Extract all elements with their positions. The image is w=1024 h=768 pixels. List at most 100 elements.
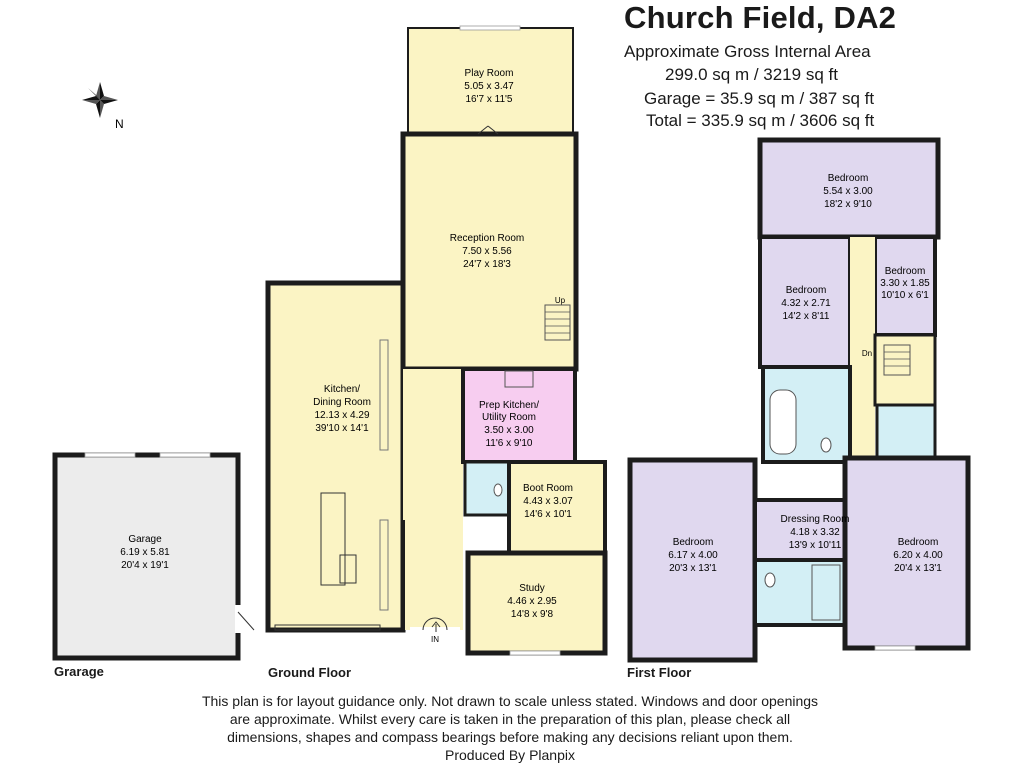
- study-imperial: 14'8 x 9'8: [511, 609, 554, 620]
- bedroom-middle-imperial: 14'2 x 8'11: [782, 311, 829, 322]
- property-title: Church Field, DA2: [624, 0, 897, 35]
- garage-door-gap: [235, 605, 241, 633]
- bedroom-small-name: Bedroom: [885, 266, 926, 277]
- kitchen-units: [379, 519, 389, 611]
- bedroom-right-window: [874, 645, 916, 651]
- play-room-name: Play Room: [465, 68, 514, 79]
- area-garage: Garage = 35.9 sq m / 387 sq ft: [644, 89, 875, 108]
- dressing-room-name: Dressing Room: [781, 514, 850, 525]
- landing: [850, 237, 875, 495]
- dressing-room-imperial: 13'9 x 10'11: [789, 540, 842, 551]
- shower-tray-icon: [811, 564, 841, 621]
- boot-room-imperial: 14'6 x 10'1: [524, 509, 572, 520]
- dressing-room-metric: 4.18 x 3.32: [790, 527, 840, 538]
- play-room-imperial: 16'7 x 11'5: [465, 94, 512, 105]
- prep-kitchen-imperial: 11'6 x 9'10: [485, 438, 532, 449]
- garage-side-door: [237, 611, 255, 631]
- bedroom-left-metric: 6.17 x 4.00: [668, 550, 718, 561]
- kitchen-units: [379, 339, 389, 451]
- reception-room-name: Reception Room: [450, 233, 524, 244]
- study-name: Study: [519, 583, 545, 594]
- reception-room: [400, 131, 579, 372]
- garage-imperial: 20'4 x 19'1: [121, 560, 169, 571]
- bath-toilet-icon: [820, 437, 832, 453]
- bedroom-right-imperial: 20'4 x 13'1: [894, 563, 942, 574]
- ensuite-bathroom: [753, 558, 847, 627]
- prep-kitchen-name-line1: Prep Kitchen/: [479, 400, 539, 411]
- kitchen-metric: 12.13 x 4.29: [314, 410, 369, 421]
- entrance-gap: [410, 627, 460, 633]
- floor-plan-drawing: N: [52, 25, 971, 663]
- reception-french-doors: [477, 125, 499, 135]
- entrance-label: IN: [431, 635, 439, 644]
- landing-stairs-area: [873, 333, 937, 407]
- boot-room: [507, 460, 607, 555]
- bedroom-right-name: Bedroom: [898, 537, 939, 548]
- producer-credit: Produced By Planpix: [445, 747, 575, 763]
- kitchen-imperial: 39'10 x 14'1: [315, 423, 369, 434]
- bedroom-middle-metric: 4.32 x 2.71: [781, 298, 831, 309]
- ground-wc: [463, 460, 511, 517]
- study-window: [509, 650, 561, 656]
- kitchen-name-line2: Dining Room: [313, 397, 371, 408]
- entrance-arrow-icon: [431, 621, 441, 632]
- stairs-up: [544, 304, 571, 341]
- ensuite-shower: [875, 403, 937, 460]
- garage-window: [84, 452, 136, 458]
- bedroom-top-name: Bedroom: [828, 173, 869, 184]
- disclaimer: This plan is for layout guidance only. N…: [150, 692, 870, 764]
- bedroom-left-imperial: 20'3 x 13'1: [669, 563, 717, 574]
- kitchen-worktop: [274, 624, 381, 631]
- garage-name: Garage: [128, 534, 162, 545]
- area-heading: Approximate Gross Internal Area: [624, 42, 871, 61]
- disclaimer-line: are approximate. Whilst every care is ta…: [229, 711, 791, 727]
- floor-label-first: First Floor: [627, 665, 692, 680]
- bedroom-right: [842, 455, 971, 651]
- bathtub-icon: [769, 389, 797, 455]
- bedroom-top-metric: 5.54 x 3.00: [823, 186, 873, 197]
- front-door: [422, 617, 448, 631]
- bedroom-left-name: Bedroom: [673, 537, 714, 548]
- bedroom-middle-name: Bedroom: [786, 285, 827, 296]
- area-main: 299.0 sq m / 3219 sq ft: [665, 65, 838, 84]
- garage-room: [52, 452, 241, 661]
- play-room-window: [459, 25, 521, 31]
- hob-icon: [339, 554, 357, 584]
- kitchen-island: [320, 492, 346, 586]
- study-metric: 4.46 x 2.95: [507, 596, 557, 607]
- utility-appliance: [504, 370, 534, 388]
- disclaimer-line: This plan is for layout guidance only. N…: [201, 693, 819, 709]
- reception-room-imperial: 24'7 x 18'3: [463, 259, 511, 270]
- bedroom-top-imperial: 18'2 x 9'10: [824, 199, 872, 210]
- boot-room-name: Boot Room: [523, 483, 573, 494]
- boot-room-metric: 4.43 x 3.07: [523, 496, 573, 507]
- hallway: [403, 369, 463, 630]
- bedroom-right-metric: 6.20 x 4.00: [893, 550, 943, 561]
- disclaimer-line: dimensions, shapes and compass bearings …: [227, 729, 793, 745]
- bedroom-left: [627, 457, 758, 663]
- compass-rose-icon: [82, 82, 118, 118]
- prep-kitchen-metric: 3.50 x 3.00: [484, 425, 534, 436]
- stairs-up-label: Up: [555, 296, 566, 305]
- floor-label-ground: Ground Floor: [268, 665, 352, 680]
- floor-label-garage: Grarage: [54, 664, 104, 679]
- study: [465, 550, 608, 656]
- play-room: [407, 27, 574, 135]
- compass-north-label: N: [115, 117, 124, 131]
- kitchen-name-line1: Kitchen/: [324, 384, 360, 395]
- stairs-down: [883, 344, 911, 376]
- reception-room-metric: 7.50 x 5.56: [462, 246, 512, 257]
- prep-kitchen-name-line2: Utility Room: [482, 412, 536, 423]
- ensuite-toilet-icon: [764, 572, 776, 588]
- stairs-down-label: Dn: [862, 349, 872, 358]
- garage-metric: 6.19 x 5.81: [120, 547, 170, 558]
- bedroom-small-metric: 3.30 x 1.85: [880, 278, 930, 289]
- wc-toilet-icon: [493, 483, 503, 497]
- prep-kitchen-utility-room: [461, 367, 577, 464]
- bedroom-top: [757, 137, 941, 240]
- garage-window: [159, 452, 211, 458]
- play-room-metric: 5.05 x 3.47: [464, 81, 514, 92]
- bedroom-small-imperial: 10'10 x 6'1: [881, 290, 929, 301]
- area-total: Total = 335.9 sq m / 3606 sq ft: [646, 111, 875, 130]
